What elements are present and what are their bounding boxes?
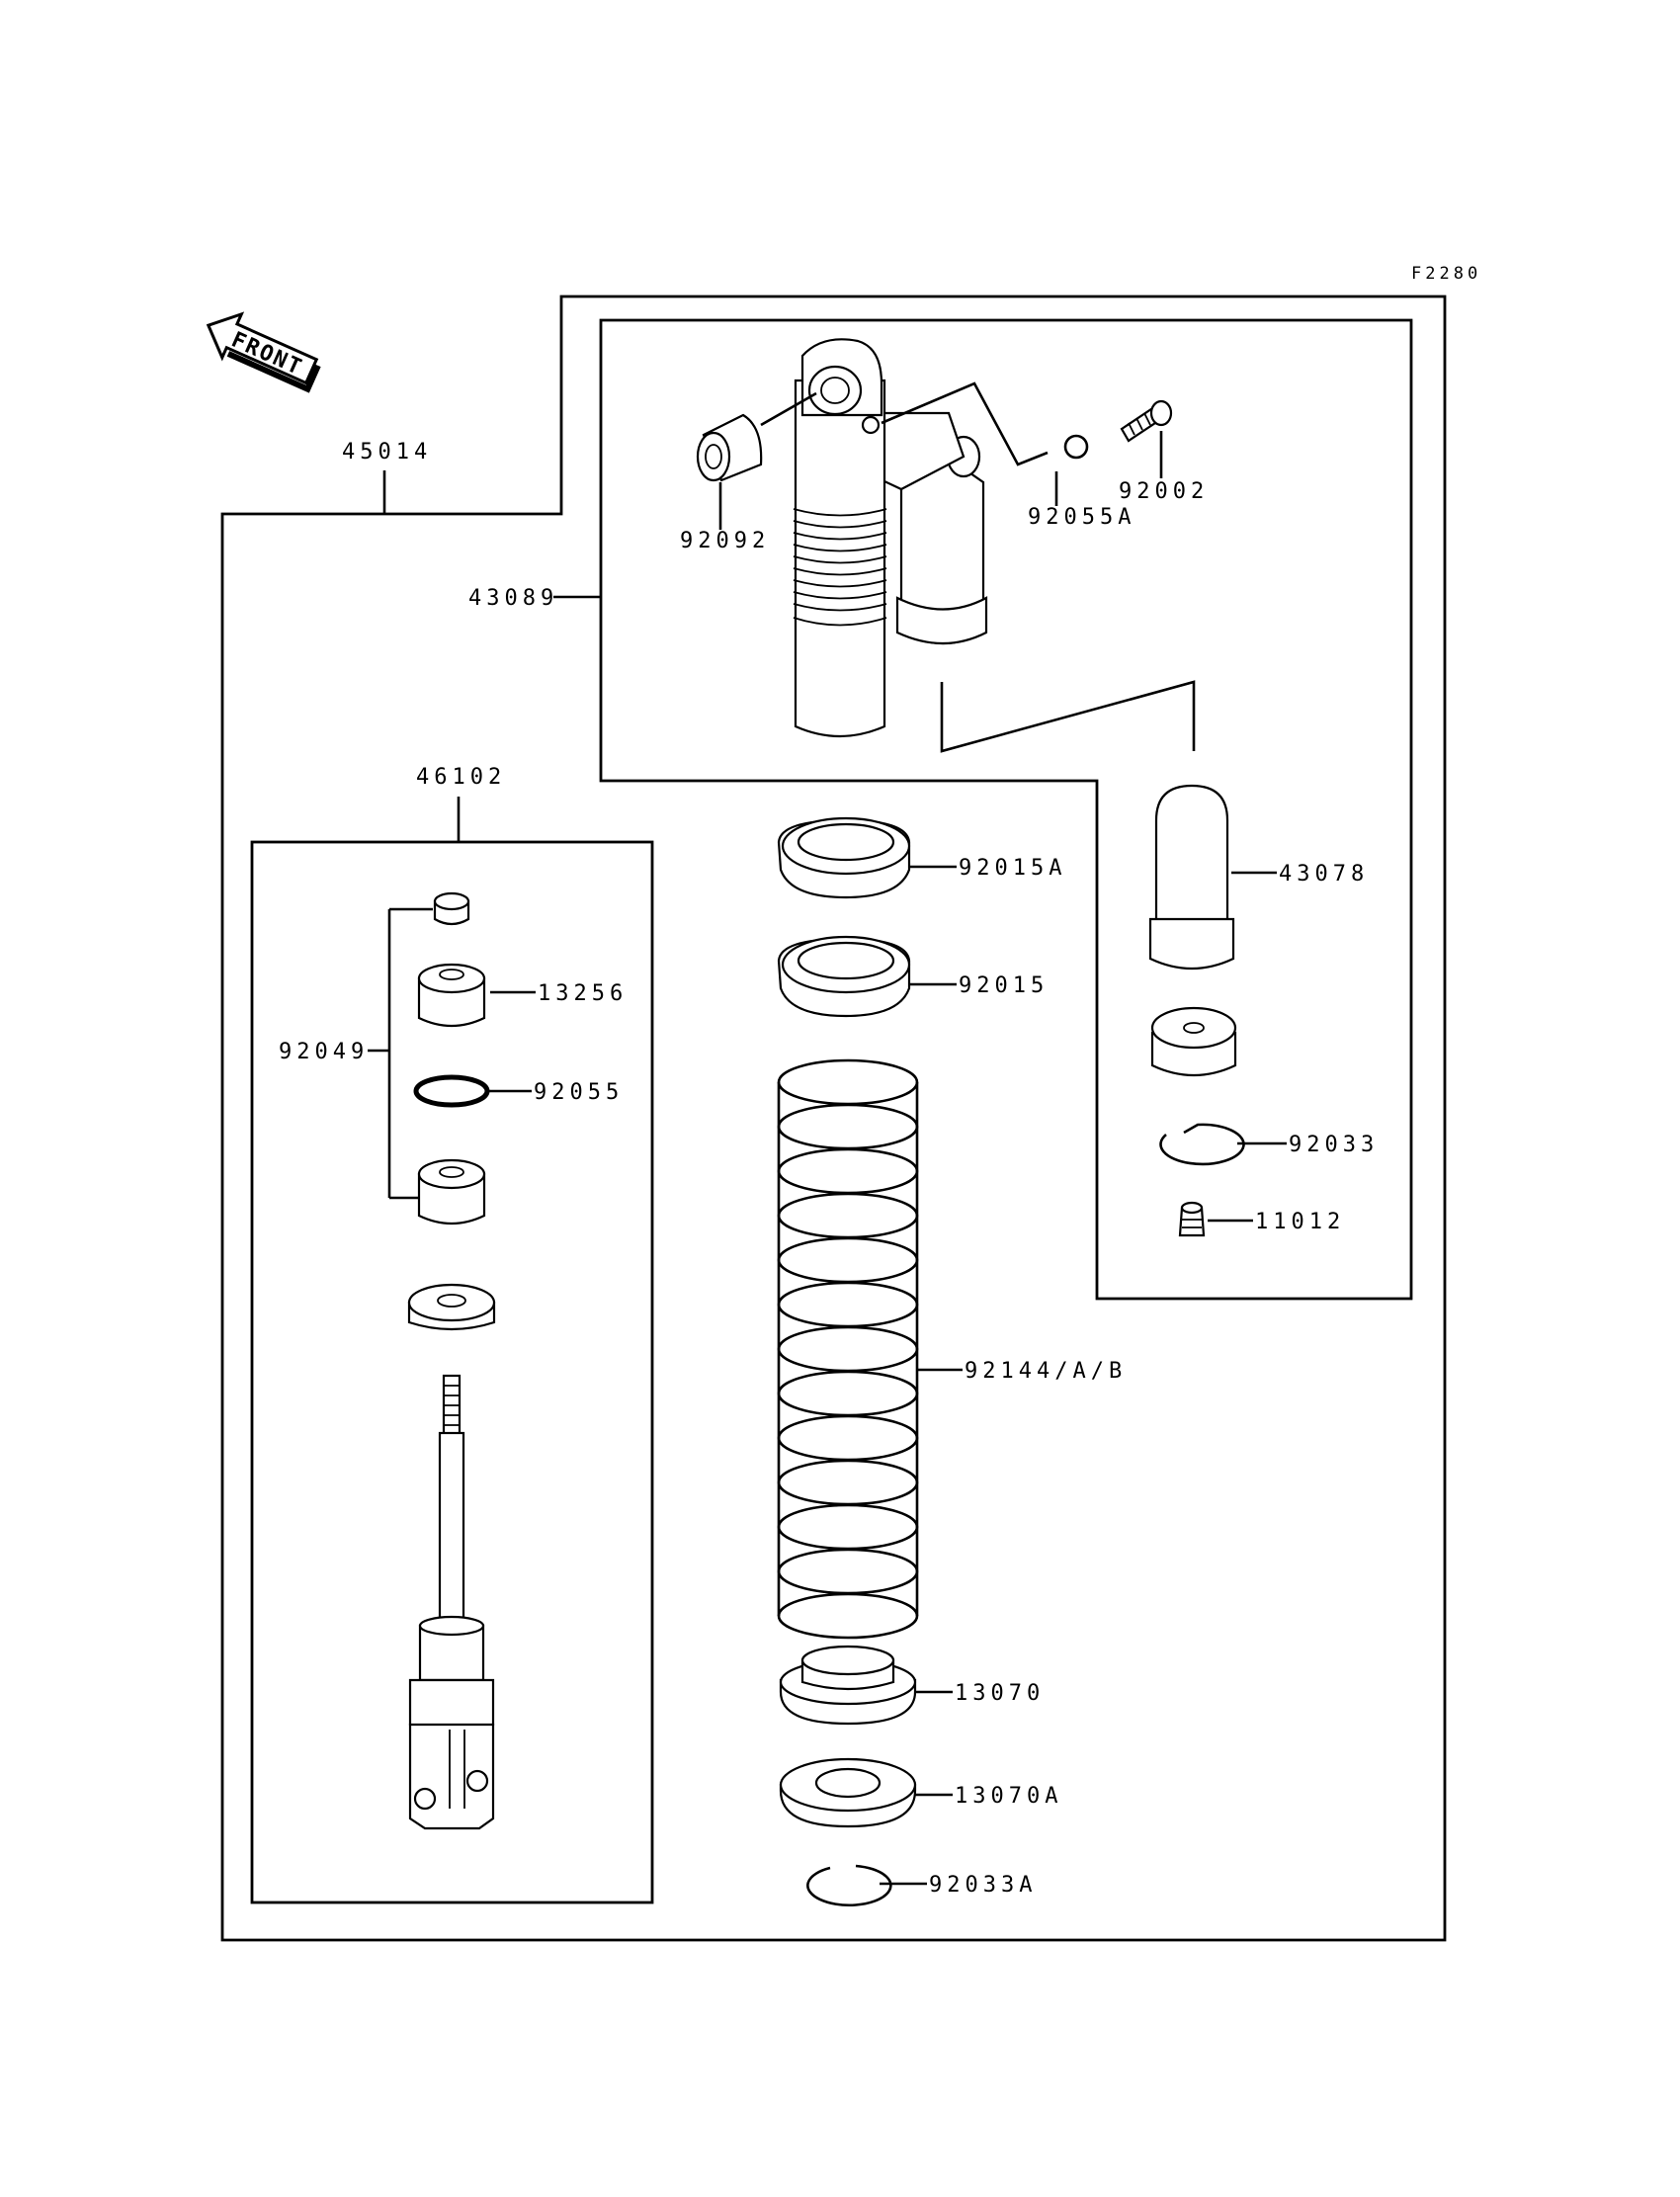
label-46102: 46102 [416, 765, 506, 790]
assembly-43089-outline [599, 318, 1413, 1301]
circlip-92033 [1159, 1123, 1245, 1166]
bladder-43078 [1148, 784, 1235, 971]
assembly-45014-outline [220, 295, 1447, 1942]
label-92144-a-b: 92144/A/B [965, 1359, 1127, 1384]
valve-11012 [1178, 1201, 1206, 1237]
valve-body [417, 1158, 486, 1225]
label-92055: 92055 [534, 1080, 624, 1105]
spring-seat-13070 [779, 1645, 917, 1726]
front-arrow-icon: FRONT [206, 311, 321, 393]
o-ring-92055 [413, 1074, 490, 1108]
label-92033a: 92033A [929, 1873, 1037, 1898]
label-13070: 13070 [955, 1681, 1045, 1706]
label-92015: 92015 [959, 973, 1049, 998]
assembly-46102-outline [250, 840, 654, 1904]
washer-92055a [1063, 434, 1089, 460]
reservoir-cap [1150, 1006, 1237, 1077]
adjuster-ring-92015 [777, 935, 911, 1018]
lock-ring-92015a [777, 816, 911, 899]
label-13256: 13256 [538, 981, 628, 1006]
label-45014: 45014 [342, 440, 432, 465]
base-valve [407, 1283, 496, 1331]
circlip-92033a [806, 1864, 892, 1907]
label-92092: 92092 [680, 529, 770, 553]
label-92015a: 92015A [959, 856, 1066, 881]
bolt-92002 [1120, 399, 1173, 443]
label-92033: 92033 [1289, 1133, 1379, 1157]
label-11012: 11012 [1255, 1210, 1345, 1234]
label-92002: 92002 [1119, 479, 1209, 504]
label-92055a: 92055A [1028, 505, 1135, 530]
spring-92144 [777, 1058, 919, 1640]
damper-rod [408, 1374, 495, 1830]
nut-92049 [433, 891, 470, 926]
label-43089: 43089 [468, 586, 558, 611]
figure-code: F2280 [1411, 264, 1481, 284]
shock-body-43089 [793, 338, 988, 738]
bushing-92092 [696, 413, 763, 482]
label-13070a: 13070A [955, 1784, 1062, 1809]
piston-13256 [417, 963, 486, 1028]
label-92049: 92049 [279, 1040, 369, 1064]
label-43078: 43078 [1279, 862, 1369, 887]
spring-seat-13070a [779, 1757, 917, 1828]
